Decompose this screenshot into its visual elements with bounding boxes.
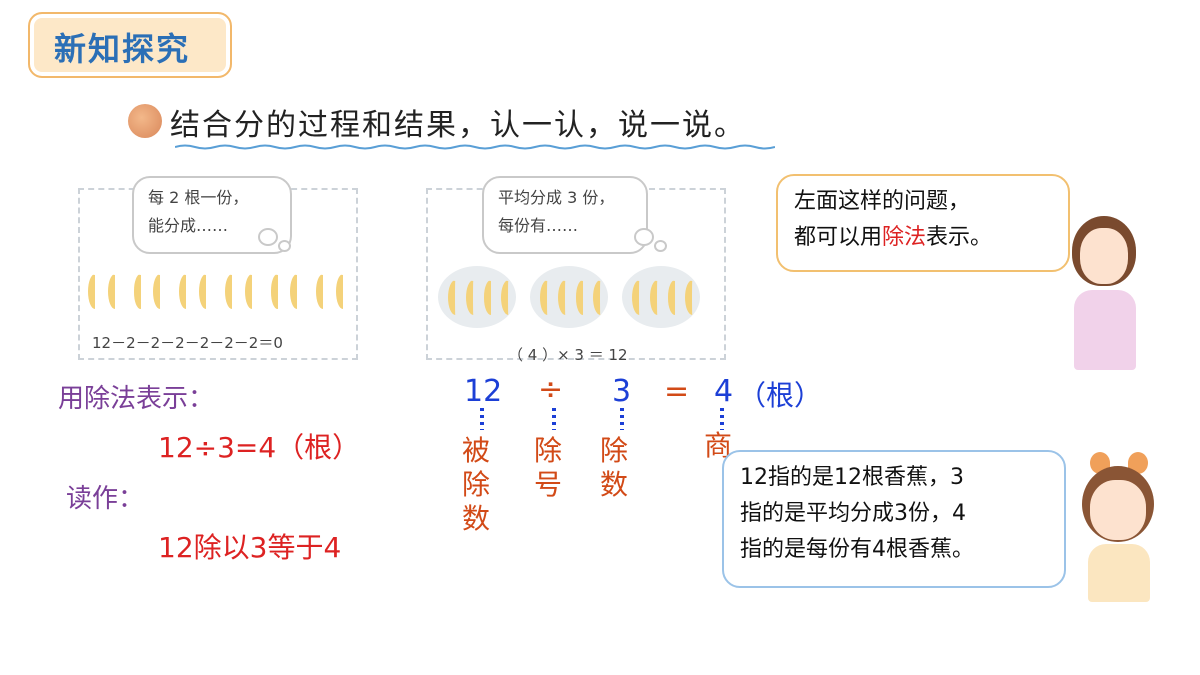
dotted-connector [720,408,724,430]
unit-label: （根） [738,379,823,412]
wavy-underline [175,144,775,150]
highlight-division: 除法 [882,225,927,250]
banana-icon [290,274,304,309]
speech-line: 指的是平均分成3份，4 [740,501,966,526]
intro-text: 结合分的过程和结果，认一认，说一说。 [170,108,746,143]
bubble-line: 每份有…… [498,216,579,235]
quotient-number: 4 [714,374,734,409]
banana-row [88,274,350,314]
division-sign: ÷ [538,372,564,407]
bubble-tail-icon [278,240,291,252]
bubble-line: 每 2 根一份， [148,188,249,207]
banana-icon [270,274,285,309]
dotted-connector [480,408,484,430]
speech-line: 都可以用除法表示。 [794,225,993,250]
bubble-tail-icon [258,228,278,246]
dotted-connector [552,408,556,430]
girl-with-bow-illustration-icon [1068,452,1168,602]
banana-icon [244,274,259,309]
equals-sign: = [664,374,690,409]
banana-icon [575,280,591,315]
speech-bubble-bottom: 12指的是12根香蕉，3 指的是平均分成3份，4 指的是每份有4根香蕉。 [722,450,1066,588]
bubble-line: 能分成…… [148,216,229,235]
banana-group [622,266,700,328]
dotted-connector [620,408,624,430]
speech-bubble-top: 左面这样的问题， 都可以用除法表示。 [776,174,1070,272]
banana-icon [199,274,213,309]
banana-icon [685,280,700,315]
banana-icon [448,280,463,315]
girl-illustration-icon [1060,206,1150,370]
bubble-tail-icon [634,228,654,246]
banana-icon [336,274,350,309]
bullet-dot-icon [128,104,162,138]
speech-line: 12指的是12根香蕉，3 [740,465,964,490]
subtraction-equation: 12－2－2－2－2－2－2＝0 [92,334,283,352]
banana-icon [316,274,330,309]
reading-text: 12除以3等于4 [158,531,342,564]
banana-group [438,266,516,328]
banana-icon [465,280,481,315]
banana-icon [179,274,193,309]
bubble-line: 平均分成 3 份， [498,188,615,207]
speech-line: 左面这样的问题， [794,189,971,214]
label-divisor: 除 数 [600,434,629,501]
banana-icon [667,280,683,315]
speech-line: 指的是每份有4根香蕉。 [740,537,974,562]
banana-icon [501,280,516,315]
label-dividend: 被 除 数 [462,434,491,535]
banana-icon [649,280,665,315]
label-division-sign: 除 号 [534,434,563,501]
express-label: 用除法表示： [58,384,215,414]
banana-icon [540,280,555,315]
banana-icon [593,280,608,315]
banana-icon [107,274,122,309]
banana-icon [632,280,647,315]
page-title: 新知探究 [54,30,191,68]
banana-icon [557,280,573,315]
banana-icon [153,274,167,309]
banana-icon [483,280,499,315]
bubble-tail-icon [654,240,667,252]
banana-icon [88,274,102,309]
dividend-number: 12 [464,374,503,409]
banana-group [530,266,608,328]
multiplication-equation: （ 4 ）× 3 ＝ 12 [508,346,628,364]
read-label: 读作： [66,484,145,514]
banana-icon [224,274,239,309]
thought-bubble-middle: 平均分成 3 份， 每份有…… [482,176,648,254]
division-expression: 12÷3=4（根） [158,431,361,464]
divisor-number: 3 [612,374,632,409]
banana-icon [133,274,148,309]
header-badge [28,12,232,78]
